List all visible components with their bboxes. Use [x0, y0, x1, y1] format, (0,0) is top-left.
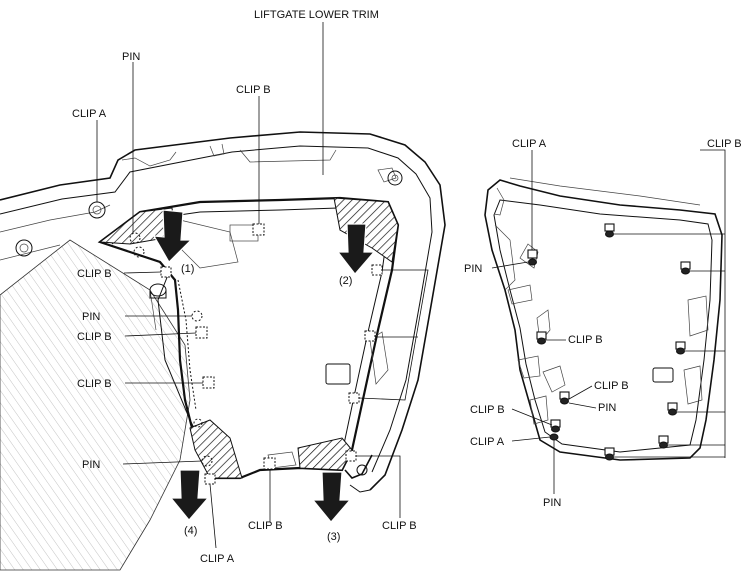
label-clip-b-right-top: CLIP B: [707, 138, 742, 150]
label-pin-right-1: PIN: [464, 263, 482, 275]
label-clip-b-right-bottom: CLIP B: [382, 520, 417, 532]
right-view: CLIP A CLIP B PIN CLIP B CLIP B PIN CLIP…: [464, 138, 742, 509]
label-clip-a-bottom: CLIP A: [200, 553, 235, 565]
arrow-step-1: [152, 209, 193, 263]
label-clip-b-left-2: CLIP B: [77, 331, 112, 343]
rear-window-glass: [0, 239, 191, 571]
label-pin-top: PIN: [122, 51, 140, 63]
label-clip-b-left-3: CLIP B: [77, 378, 112, 390]
step-label-3: (3): [327, 531, 340, 543]
hatch-area-4: [189, 419, 243, 479]
label-pin-left: PIN: [82, 311, 100, 323]
step-label-2: (2): [339, 275, 352, 287]
hatch-area-3: [297, 437, 353, 471]
step-label-4: (4): [184, 525, 197, 537]
label-liftgate-lower-trim: LIFTGATE LOWER TRIM: [254, 9, 379, 21]
label-clip-b-right-2: CLIP B: [594, 380, 629, 392]
liftgate-outer-panel: [0, 131, 446, 491]
step-label-1: (1): [181, 263, 194, 275]
label-clip-a-right-bottom: CLIP A: [470, 436, 505, 448]
label-clip-b-bottom: CLIP B: [248, 520, 283, 532]
label-clip-b-right-3: CLIP B: [470, 404, 505, 416]
label-clip-b-top: CLIP B: [236, 84, 271, 96]
label-clip-b-right-mid: CLIP B: [568, 334, 603, 346]
label-pin-bottom: PIN: [82, 459, 100, 471]
label-clip-a-right-top: CLIP A: [512, 138, 547, 150]
clip-fastener: [527, 223, 691, 461]
arrow-step-2: [336, 223, 376, 275]
arrow-step-4: [169, 469, 210, 521]
label-pin-right-bottom: PIN: [543, 497, 561, 509]
arrow-step-3: [311, 471, 352, 523]
left-view: LIFTGATE LOWER TRIM PIN CLIP B CLIP A CL…: [0, 9, 446, 571]
trim-back-panel: [484, 179, 723, 461]
label-clip-a-top: CLIP A: [72, 108, 107, 120]
label-clip-b-left-1: CLIP B: [77, 268, 112, 280]
label-pin-right-2: PIN: [598, 402, 616, 414]
